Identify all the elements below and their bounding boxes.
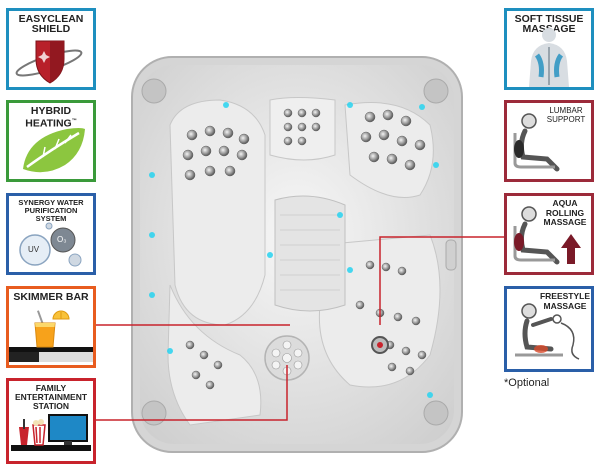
drink-icon: [9, 310, 93, 362]
hybrid-heating-title: HYBRID HEATING™: [25, 105, 77, 130]
hybrid-heating-card: HYBRID HEATING™: [6, 100, 96, 182]
synergy-purification-card: SYNERGY WATER PURIFICATION SYSTEM UV O₃: [6, 193, 96, 275]
freestyle-massage-card: FREESTYLE MASSAGE: [504, 286, 594, 372]
freestyle-massage-title: FREESTYLE MASSAGE: [539, 291, 591, 311]
shield-icon: [15, 40, 83, 84]
uv-ozone-icon: [19, 222, 82, 267]
entertainment-icon: [11, 414, 91, 451]
leaf-icon: [23, 128, 85, 173]
family-entertainment-title: FAMILY ENTERTAINMENT STATION: [14, 383, 88, 411]
uv-label: UV: [28, 245, 40, 254]
synergy-purification-title: SYNERGY WATER PURIFICATION SYSTEM: [18, 198, 84, 223]
ozone-label: O₃: [57, 235, 67, 244]
skimmer-bar-title: SKIMMER BAR: [13, 291, 89, 303]
optional-footnote: *Optional: [504, 377, 550, 389]
aqua-rolling-massage-card: AQUA ROLLING MASSAGE: [504, 193, 594, 275]
easyclean-shield-title: EASYCLEAN SHIELD: [18, 13, 84, 35]
hot-tub-top-view: [131, 56, 463, 453]
aqua-rolling-massage-title: AQUA ROLLING MASSAGE: [543, 198, 587, 227]
soft-tissue-massage-card: SOFT TISSUE MASSAGE: [504, 8, 594, 90]
family-entertainment-card: FAMILY ENTERTAINMENT STATION: [6, 378, 96, 464]
lumbar-seat-icon: [513, 113, 560, 172]
rolling-massage-icon: [513, 206, 581, 265]
freestyle-massage-icon: [515, 303, 580, 360]
lumbar-support-card: LUMBAR SUPPORT: [504, 100, 594, 182]
back-massage-icon: [529, 28, 569, 87]
skimmer-bar-card: SKIMMER BAR: [6, 286, 96, 368]
easyclean-shield-card: EASYCLEAN SHIELD: [6, 8, 96, 90]
lumbar-support-title: LUMBAR SUPPORT: [546, 106, 586, 124]
